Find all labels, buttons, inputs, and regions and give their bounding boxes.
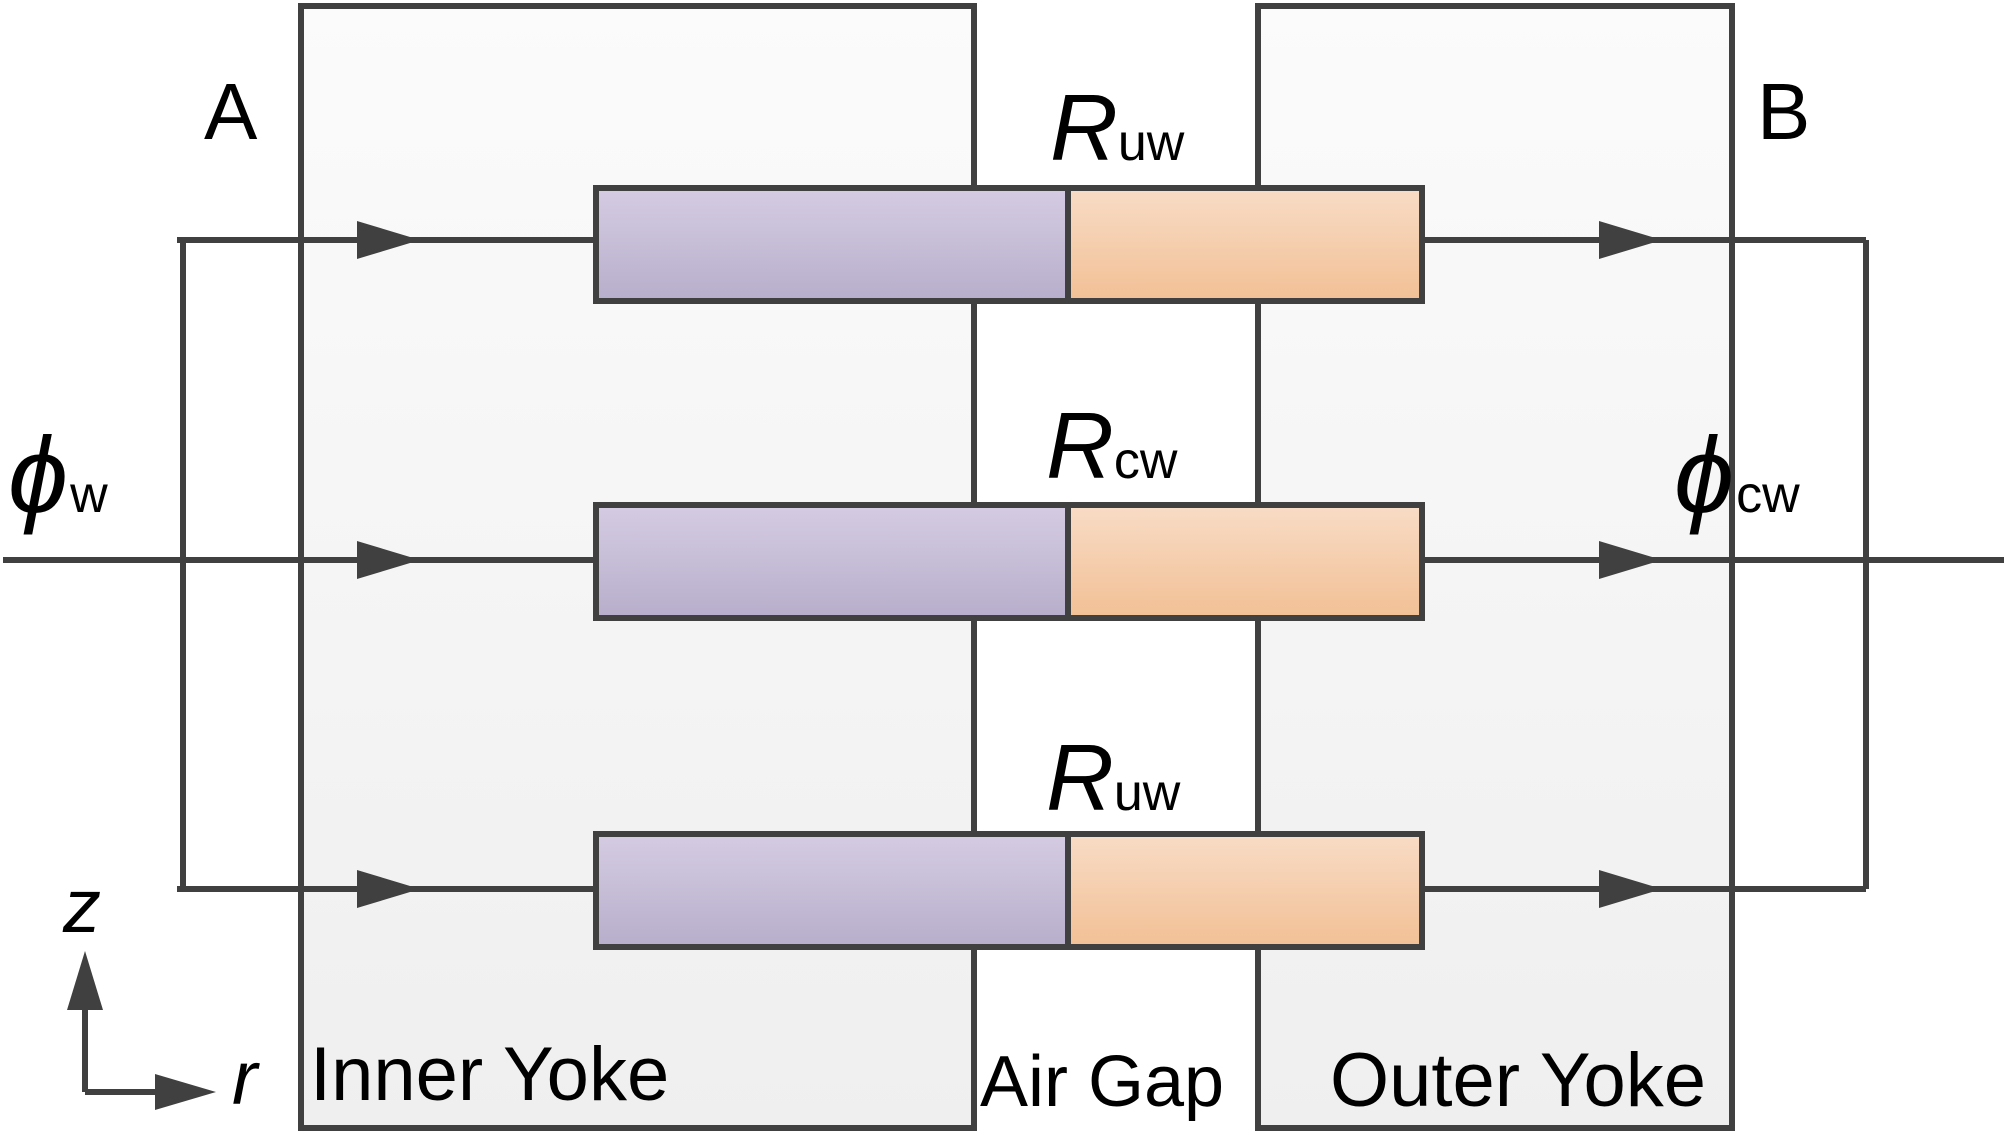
node-b-label: B	[1757, 67, 1810, 156]
arrow-right-bot-icon	[1599, 870, 1662, 908]
reluctance-top-symbol: R	[1050, 75, 1118, 180]
arrow-left-top-icon	[357, 221, 420, 259]
reluctance-mid-subscript: cw	[1114, 432, 1178, 490]
arrow-left-bot-icon	[357, 870, 420, 908]
air-gap-label: Air Gap	[980, 1042, 1224, 1122]
axis-indicator: z r	[62, 864, 260, 1121]
reluctance-bot-label: Ruw	[1046, 725, 1181, 830]
reluctance-bot-subscript: uw	[1114, 764, 1181, 822]
node-a-label: A	[204, 67, 258, 156]
flux-out-label: ϕcw	[1674, 414, 1800, 535]
reluctance-bot-symbol: R	[1046, 725, 1114, 830]
flux-out-subscript: cw	[1736, 466, 1800, 524]
z-axis-arrow-icon	[67, 951, 103, 1010]
outer-yoke-label: Outer Yoke	[1330, 1038, 1706, 1123]
inner-yoke-label: Inner Yoke	[310, 1032, 669, 1117]
flux-in-label: ϕw	[8, 414, 108, 535]
flux-in-subscript: w	[69, 466, 108, 524]
arrow-right-top-icon	[1599, 221, 1662, 259]
arrow-left-mid-icon	[357, 541, 420, 579]
reluctance-bottom	[593, 831, 1425, 950]
reluctance-middle	[593, 502, 1425, 621]
arrow-right-mid-icon	[1599, 541, 1662, 579]
r-axis-arrow-icon	[155, 1074, 216, 1110]
axis-r-label: r	[232, 1036, 260, 1121]
axis-z-label: z	[62, 864, 101, 949]
flux-out-symbol: ϕ	[1674, 414, 1734, 535]
reluctance-top-label: Ruw	[1050, 75, 1185, 180]
reluctance-top	[593, 185, 1425, 304]
reluctance-mid-label: Rcw	[1046, 393, 1178, 498]
reluctance-mid-symbol: R	[1046, 393, 1114, 498]
reluctance-top-subscript: uw	[1118, 114, 1185, 172]
flux-in-symbol: ϕ	[8, 414, 68, 535]
